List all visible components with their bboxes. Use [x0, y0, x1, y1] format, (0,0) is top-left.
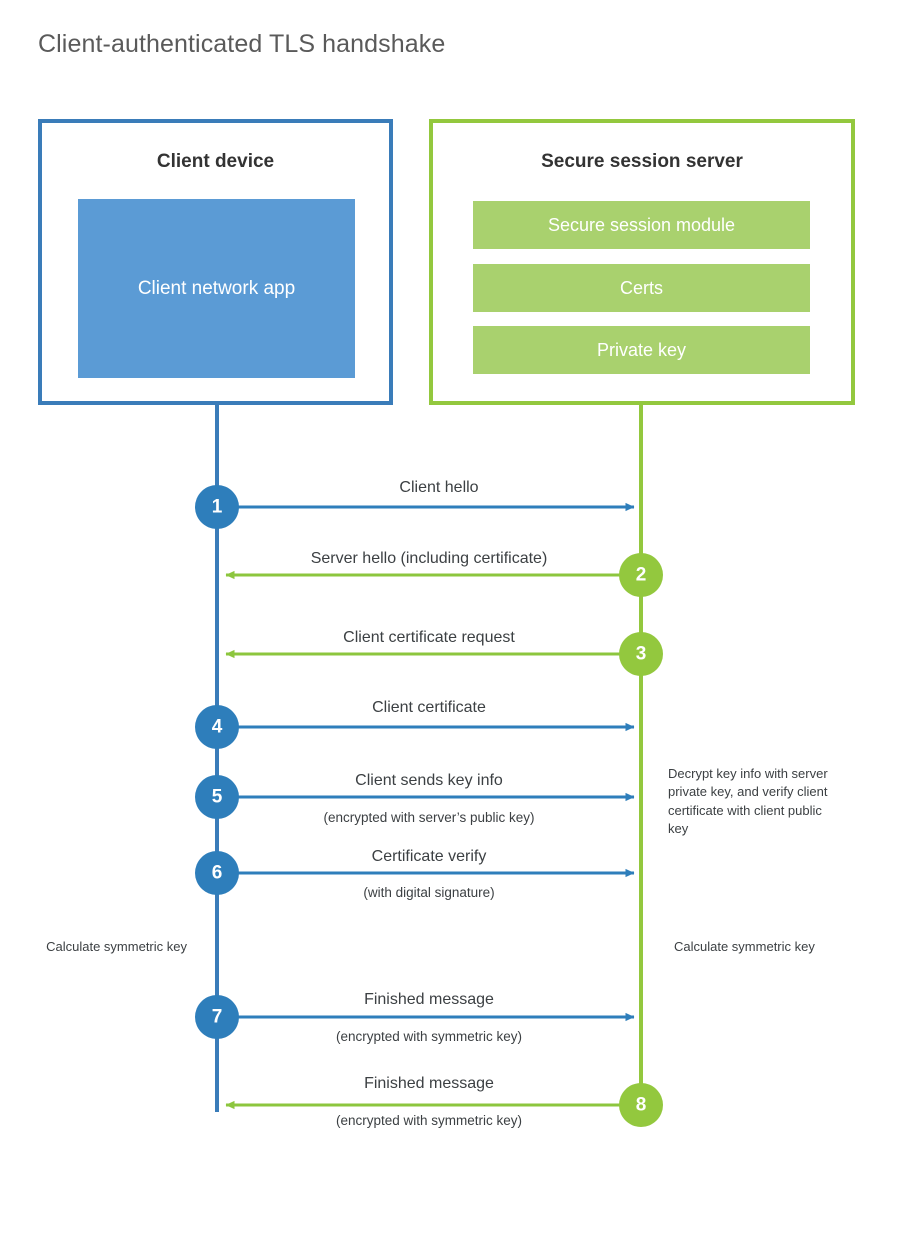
step-number-3: 3	[636, 644, 647, 665]
message-label-1: Client hello	[399, 479, 479, 496]
message-sublabel-8: (encrypted with symmetric key)	[335, 1113, 523, 1128]
server-component-secure-session-module: Secure session module	[473, 201, 810, 249]
secure-session-server-title: Secure session server	[541, 151, 743, 172]
client-network-app-block: Client network app	[78, 199, 355, 378]
page-title: Client-authenticated TLS handshake	[38, 30, 446, 58]
step-badge-8[interactable]: 8	[619, 1083, 663, 1127]
step-number-7: 7	[212, 1007, 223, 1028]
message-label-7: Finished message	[364, 991, 494, 1008]
message-label-4: Client certificate	[372, 699, 486, 716]
server-component-certs: Certs	[473, 264, 810, 312]
server-decrypt-note: Decrypt key info with server private key…	[668, 766, 828, 837]
message-label-2: Server hello (including certificate)	[310, 550, 548, 567]
message-label-8: Finished message	[364, 1075, 494, 1092]
step-badge-7[interactable]: 7	[195, 995, 239, 1039]
client-calculate-symmetric-key-note: Calculate symmetric key	[46, 939, 187, 954]
step-badge-6[interactable]: 6	[195, 851, 239, 895]
server-component-private-key: Private key	[473, 326, 810, 374]
step-number-4: 4	[212, 717, 223, 738]
step-number-6: 6	[212, 863, 223, 884]
step-number-5: 5	[212, 787, 223, 808]
step-badge-3[interactable]: 3	[619, 632, 663, 676]
secure-session-server-box: Secure session server Secure session mod…	[429, 119, 855, 405]
message-label-6: Certificate verify	[371, 848, 487, 865]
message-label-5: Client sends key info	[355, 772, 503, 789]
client-device-box: Client device Client network app	[38, 119, 393, 405]
message-sublabel-5: (encrypted with server’s public key)	[323, 810, 535, 825]
step-badge-2[interactable]: 2	[619, 553, 663, 597]
message-label-3: Client certificate request	[343, 629, 515, 646]
message-sublabel-6: (with digital signature)	[363, 885, 495, 900]
server-calculate-symmetric-key-note: Calculate symmetric key	[674, 939, 815, 954]
message-sublabel-7: (encrypted with symmetric key)	[335, 1029, 523, 1044]
step-badge-5[interactable]: 5	[195, 775, 239, 819]
client-device-title: Client device	[156, 151, 275, 172]
step-number-2: 2	[636, 565, 647, 586]
step-number-8: 8	[636, 1095, 647, 1116]
step-badge-4[interactable]: 4	[195, 705, 239, 749]
step-number-1: 1	[212, 497, 223, 518]
step-badge-1[interactable]: 1	[195, 485, 239, 529]
